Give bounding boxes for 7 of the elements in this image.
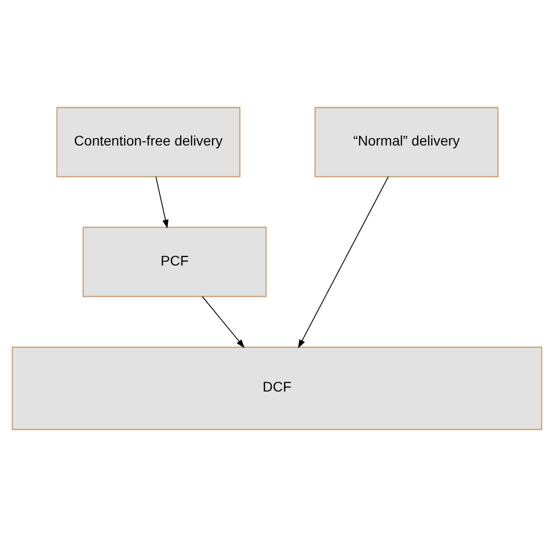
node-box: DCF <box>12 346 542 430</box>
arrow <box>298 176 389 348</box>
node-box: “Normal” delivery <box>314 106 498 177</box>
node-box: PCF <box>82 226 267 297</box>
arrow <box>202 296 245 348</box>
node-box: Contention-free delivery <box>56 106 240 177</box>
arrow <box>155 176 168 228</box>
